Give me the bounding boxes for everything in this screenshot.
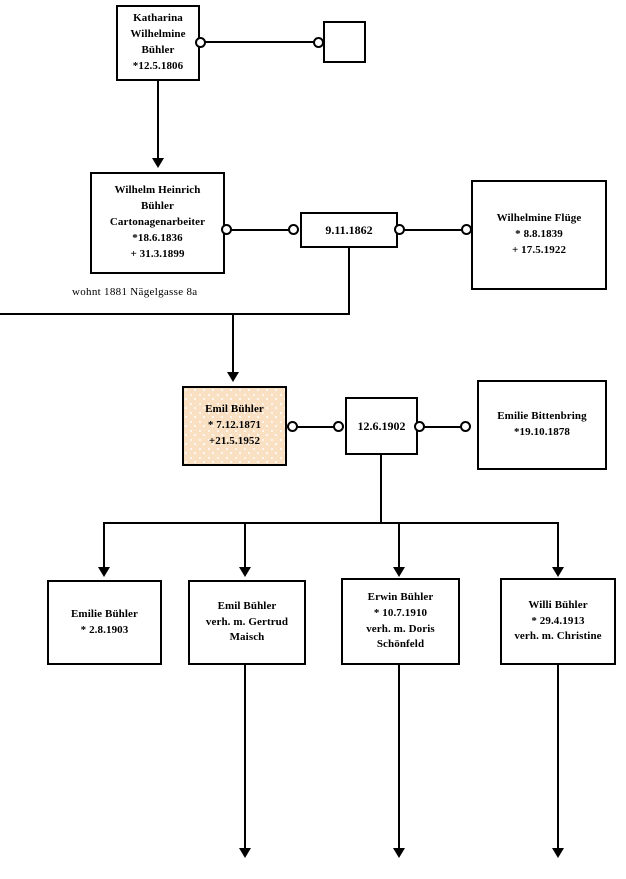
drop-line-child-emil (244, 522, 246, 569)
child-erwin-name: Erwin Bühler (367, 590, 434, 603)
child-willi-name: Willi Bühler (528, 598, 588, 611)
child-emilie-birth: * 2.8.1903 (80, 623, 129, 636)
fluege-death: + 17.5.1922 (511, 243, 567, 256)
child-emil-spouse-line1: verh. m. Gertrud (205, 615, 289, 628)
katharina-name-line1: Katharina (133, 12, 183, 25)
continuation-line-child-erwin (398, 665, 400, 850)
child-erwin-spouse-line1: verh. m. Doris (366, 622, 435, 635)
marriage-link-wilhelm-to-date (231, 229, 290, 231)
fluege-birth: * 8.8.1839 (515, 228, 563, 241)
marriage-link-emil-to-date (297, 426, 335, 428)
children-bus-gen4 (103, 522, 559, 524)
wilhelm-occupation: Cartonagenarbeiter (109, 216, 206, 229)
child-emil-spouse-line2: Maisch (229, 631, 265, 644)
fluege-name: Wilhelmine Flüge (496, 212, 582, 225)
person-box-unknown-spouse[interactable] (323, 21, 366, 63)
sibling-bus-gen3 (0, 313, 350, 315)
descent-arrow-child-emil (239, 567, 251, 577)
continuation-arrow-child-emil (239, 848, 251, 858)
continuation-arrow-child-willi (552, 848, 564, 858)
bittenbring-name: Emilie Bittenbring (497, 410, 587, 423)
person-box-child-erwin[interactable]: Erwin Bühler * 10.7.1910 verh. m. Doris … (341, 578, 460, 665)
child-erwin-birth: * 10.7.1910 (373, 606, 428, 619)
descent-arrow-wilhelm (152, 158, 164, 168)
person-box-child-emil[interactable]: Emil Bühler verh. m. Gertrud Maisch (188, 580, 306, 665)
marriage-knob-1902-left (333, 421, 344, 432)
person-box-child-willi[interactable]: Willi Bühler * 29.4.1913 verh. m. Christ… (500, 578, 616, 665)
marriage-link-date-to-bittenbring (424, 426, 462, 428)
continuation-line-child-emil (244, 665, 246, 850)
katharina-name-line3: Bühler (141, 44, 175, 56)
person-box-wilhelm-heinrich[interactable]: Wilhelm Heinrich Bühler Cartonagenarbeit… (90, 172, 225, 274)
wilhelm-name-line2: Bühler (141, 200, 174, 213)
wilhelm-birth: *18.6.1836 (132, 231, 183, 244)
marriage-1862-date: 9.11.1862 (325, 222, 373, 237)
descent-arrow-child-emilie (98, 567, 110, 577)
drop-line-child-erwin (398, 522, 400, 569)
person-box-emil-buehler[interactable]: Emil Bühler * 7.12.1871 +21.5.1952 (182, 386, 287, 466)
marriage-knob-1862-left (288, 224, 299, 235)
descent-stem-1902 (380, 455, 382, 524)
marriage-1902-date: 12.6.1902 (357, 418, 406, 433)
child-emilie-name: Emilie Bühler (71, 607, 138, 620)
person-box-katharina[interactable]: Katharina Wilhelmine Bühler *12.5.1806 (116, 5, 200, 81)
descent-stem-1862 (348, 248, 350, 315)
child-willi-spouse-line1: verh. m. Christine (514, 630, 602, 643)
person-box-wilhelmine-fluege[interactable]: Wilhelmine Flüge * 8.8.1839 + 17.5.1922 (471, 180, 607, 290)
marriage-knob-bittenbring-left (460, 421, 471, 432)
descent-line-to-emil (232, 313, 234, 373)
wilhelm-name-line1: Wilhelm Heinrich (114, 184, 201, 197)
drop-line-child-emilie (103, 522, 105, 569)
marriage-box-1902[interactable]: 12.6.1902 (345, 397, 418, 455)
wilhelm-death: + 31.3.1899 (130, 247, 185, 260)
drop-line-child-willi (557, 522, 559, 569)
descent-line-katharina-wilhelm (157, 81, 159, 159)
descent-arrow-child-erwin (393, 567, 405, 577)
emil-birth: * 7.12.1871 (207, 419, 262, 432)
person-box-emilie-bittenbring[interactable]: Emilie Bittenbring *19.10.1878 (477, 380, 607, 470)
spouse-link-line-top (205, 41, 317, 43)
residence-note: wohnt 1881 Nägelgasse 8a (72, 286, 198, 298)
emil-name: Emil Bühler (205, 403, 264, 416)
child-willi-birth: * 29.4.1913 (531, 614, 585, 627)
bittenbring-birth: *19.10.1878 (513, 426, 571, 438)
child-erwin-spouse-line2: Schönfeld (376, 638, 425, 651)
katharina-birth: *12.5.1806 (132, 59, 184, 72)
continuation-line-child-willi (557, 665, 559, 850)
katharina-name-line2: Wilhelmine (130, 28, 186, 41)
descent-arrow-emil (227, 372, 239, 382)
child-emil-name: Emil Bühler (217, 599, 277, 612)
marriage-link-date-to-fluege (404, 229, 463, 231)
emil-death: +21.5.1952 (208, 434, 261, 447)
marriage-box-1862[interactable]: 9.11.1862 (300, 212, 398, 248)
continuation-arrow-child-erwin (393, 848, 405, 858)
person-box-child-emilie[interactable]: Emilie Bühler * 2.8.1903 (47, 580, 162, 665)
descent-arrow-child-willi (552, 567, 564, 577)
